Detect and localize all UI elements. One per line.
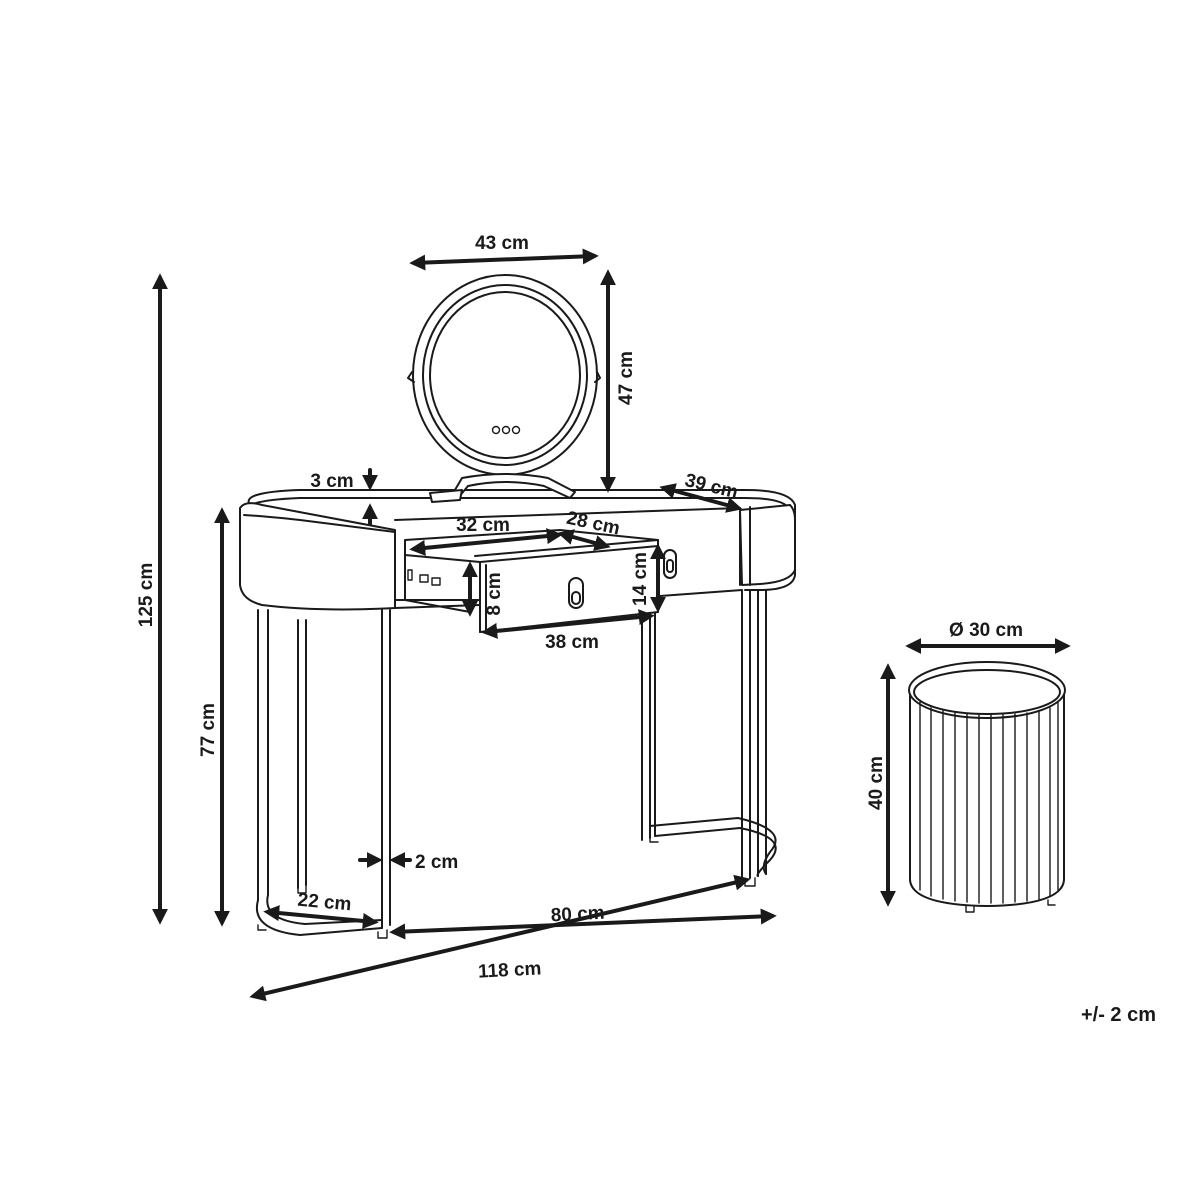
mirror-width-label: 43 cm — [475, 233, 529, 254]
leg-thickness-label: 2 cm — [415, 852, 458, 873]
dimension-arrows — [152, 248, 1071, 1002]
base-depth-label: 22 cm — [297, 890, 353, 916]
mirror — [407, 274, 601, 503]
drawer-width-label: 38 cm — [545, 632, 599, 653]
table-height-label: 77 cm — [198, 703, 219, 757]
leg-span-label: 80 cm — [550, 903, 605, 927]
drawer-inner-height-label: 8 cm — [484, 572, 505, 615]
left-leg-frame — [255, 609, 391, 939]
right-leg-frame — [641, 584, 777, 887]
stool-height-label: 40 cm — [866, 756, 887, 810]
vanity-table — [239, 274, 796, 939]
mirror-touch-buttons-icon — [491, 425, 521, 435]
mirror-height-label: 47 cm — [616, 351, 637, 405]
tray-width-label: 32 cm — [456, 515, 510, 536]
tolerance-label: +/- 2 cm — [1081, 1004, 1156, 1026]
stool — [908, 661, 1066, 913]
total-width-label: 118 cm — [478, 958, 542, 982]
total-height-label: 125 cm — [136, 563, 157, 627]
drawer-handle-icon — [568, 577, 584, 609]
stool-diameter-label: Ø 30 cm — [949, 620, 1023, 641]
dimension-labels: 43 cm 47 cm 125 cm 77 cm 3 cm 32 cm 28 c… — [136, 233, 1156, 1026]
drawer-front-height-label: 14 cm — [630, 552, 651, 606]
top-thickness-label: 3 cm — [310, 471, 353, 492]
